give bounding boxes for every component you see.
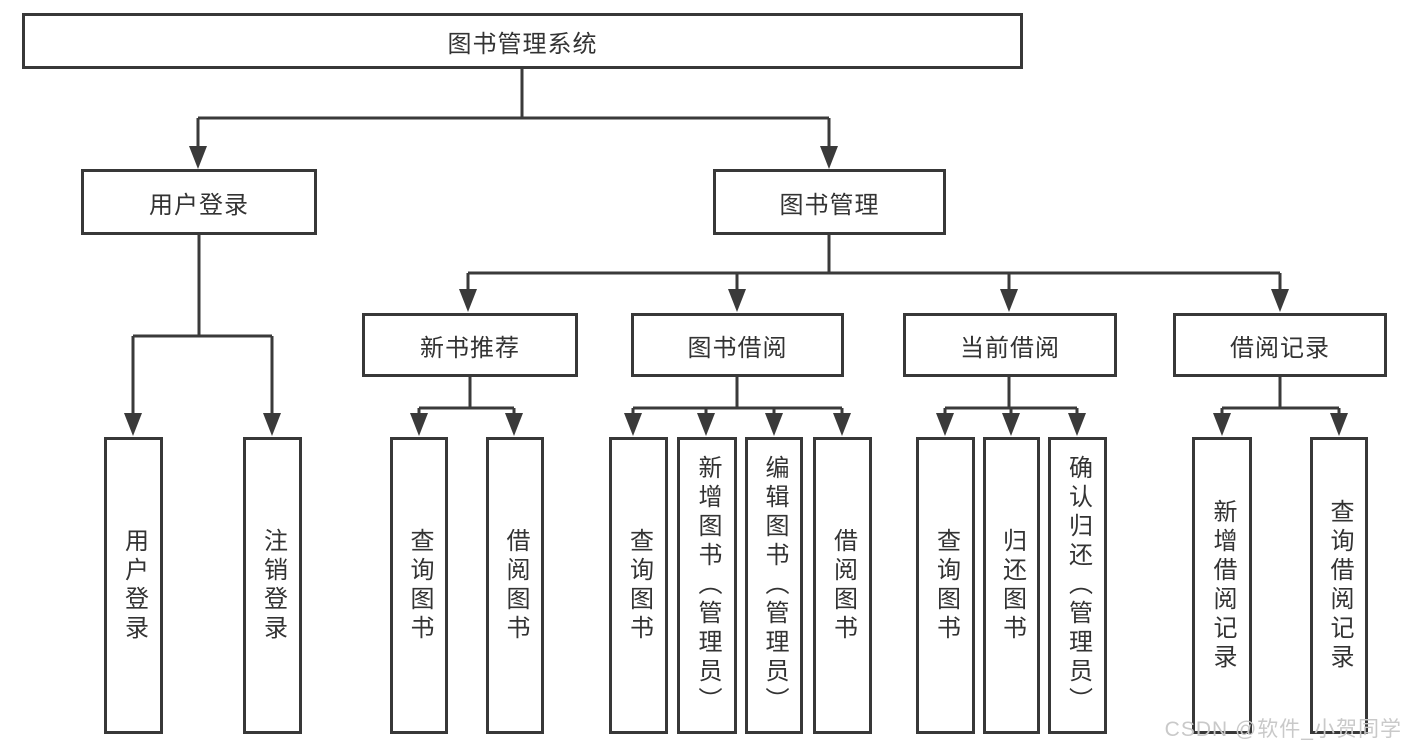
connector-book-borrow-to-leaves — [624, 377, 851, 436]
leaf-br-add-record: 新增借阅记录 — [1192, 437, 1252, 734]
node-book-borrow: 图书借阅 — [631, 313, 844, 377]
node-user-login: 用户登录 — [81, 169, 317, 235]
leaf-bb-add-book-admin: 新增图书（管理员） — [677, 437, 737, 734]
leaf-bb-borrow-book: 借阅图书 — [813, 437, 872, 734]
node-current-borrow: 当前借阅 — [903, 313, 1117, 377]
connector-user-login-to-leaves — [124, 235, 281, 436]
leaf-cb-return-book: 归还图书 — [983, 437, 1040, 734]
leaf-bb-query-book: 查询图书 — [609, 437, 668, 734]
leaf-logout: 注销登录 — [243, 437, 302, 734]
connector-root-to-level2 — [189, 69, 838, 169]
node-book-mgmt: 图书管理 — [713, 169, 946, 235]
connector-current-borrow-to-leaves — [936, 377, 1086, 436]
leaf-br-query-record: 查询借阅记录 — [1310, 437, 1368, 734]
leaf-cb-query-book: 查询图书 — [916, 437, 975, 734]
leaf-rec-query-book: 查询图书 — [390, 437, 448, 734]
node-root: 图书管理系统 — [22, 13, 1023, 69]
csdn-watermark: CSDN @软件_小贺同学 — [1164, 718, 1402, 741]
connector-borrow-records-to-leaves — [1213, 377, 1348, 436]
node-borrow-records: 借阅记录 — [1173, 313, 1387, 377]
leaf-rec-borrow-book: 借阅图书 — [486, 437, 544, 734]
connector-new-book-rec-to-leaves — [410, 377, 523, 436]
leaf-user-login: 用户登录 — [104, 437, 163, 734]
leaf-bb-edit-book-admin: 编辑图书（管理员） — [745, 437, 803, 734]
leaf-cb-confirm-return-admin: 确认归还（管理员） — [1048, 437, 1107, 734]
node-new-book-rec: 新书推荐 — [362, 313, 578, 377]
connector-book-mgmt-to-level3 — [459, 235, 1289, 312]
